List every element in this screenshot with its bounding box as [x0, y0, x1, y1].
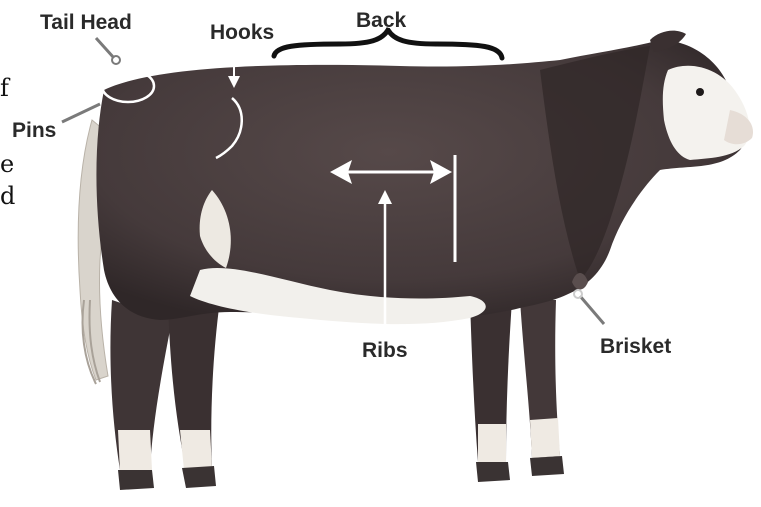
label-back: Back — [356, 10, 406, 31]
tailhead-marker — [112, 56, 120, 64]
back-brace — [274, 30, 502, 58]
side-text-fragment: d — [0, 184, 15, 208]
side-text-fragment: f — [0, 76, 9, 100]
brisket-leader — [580, 296, 604, 324]
front-hoof-white — [478, 418, 560, 462]
label-hooks: Hooks — [210, 22, 274, 43]
hind-hoof-white — [118, 430, 152, 472]
label-brisket: Brisket — [600, 336, 671, 357]
body — [96, 40, 746, 320]
tailhead-leader — [96, 38, 114, 58]
side-text-fragment: e — [0, 152, 14, 176]
label-ribs: Ribs — [362, 340, 408, 361]
label-tail-head: Tail Head — [40, 12, 132, 33]
hind-hoof-white-2 — [180, 430, 212, 470]
brisket-marker — [574, 290, 582, 298]
pins-leader — [62, 104, 100, 122]
eye — [696, 88, 704, 96]
label-pins: Pins — [12, 120, 56, 141]
